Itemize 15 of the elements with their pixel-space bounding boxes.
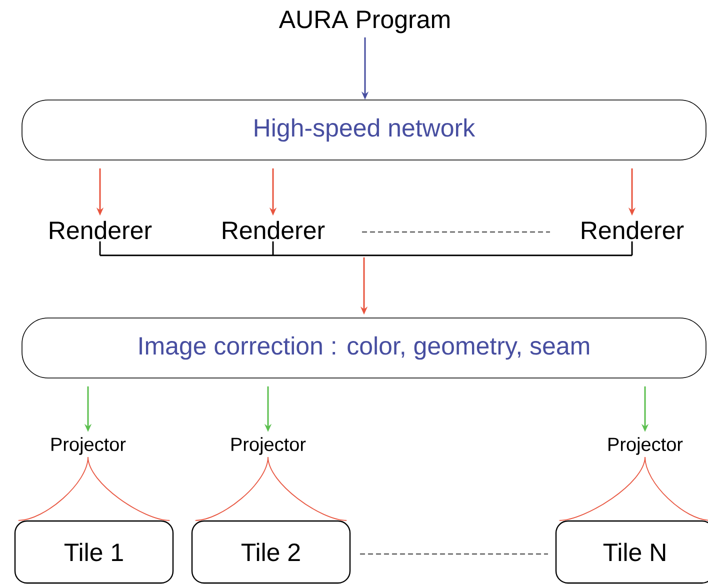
projector-label: Projector [232,437,306,455]
brace-line [194,456,348,521]
renderer-label: Renderer [50,220,152,240]
brace-line [18,456,170,521]
renderer-label: Renderer [582,220,684,240]
projector-label: Projector [608,437,683,455]
tile-box: Tile 1 [14,520,174,584]
process-band: Image correction : color, geometry, seam [22,318,706,378]
process-band: High-speed network [22,100,706,160]
program-label: AURA Program [278,10,450,34]
tile-box: Tile 2 [191,520,351,584]
renderer-label: Renderer [222,220,325,240]
projector-label: Projector [52,437,126,455]
brace-line [558,456,708,521]
tile-box: Tile N [555,520,708,584]
